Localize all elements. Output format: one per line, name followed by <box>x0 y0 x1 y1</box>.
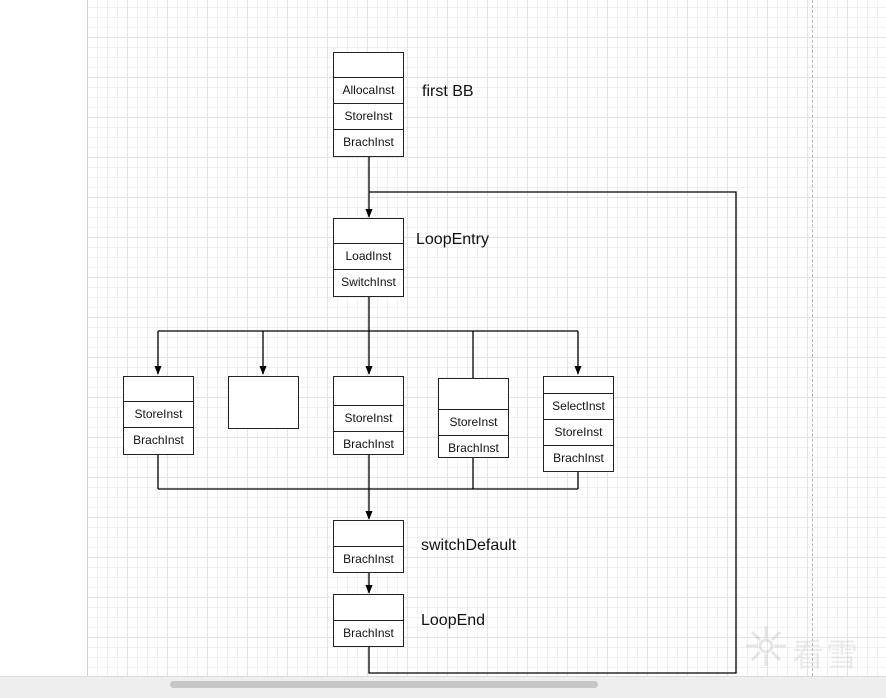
block-loop-entry[interactable]: LoadInst SwitchInst <box>333 218 404 297</box>
instruction: BrachInst <box>343 626 394 640</box>
block-header <box>334 377 403 406</box>
scrollbar-thumb[interactable] <box>170 681 598 688</box>
label-switch-default: switchDefault <box>421 537 517 554</box>
instruction: SwitchInst <box>341 275 396 289</box>
block-loop-end[interactable]: BrachInst <box>333 594 404 647</box>
block-case-2[interactable] <box>228 376 299 429</box>
instruction: StoreInst <box>334 406 403 432</box>
block-header <box>334 53 403 78</box>
block-switch-default[interactable]: BrachInst <box>333 520 404 573</box>
watermark-logo-icon <box>746 626 786 666</box>
watermark-text: 看雪 <box>792 636 861 674</box>
instruction: BrachInst <box>343 552 394 566</box>
connectors <box>154 157 737 674</box>
block-case-5[interactable]: SelectInst StoreInst BrachInst <box>543 376 614 472</box>
edge-loopend-backedge <box>368 191 737 674</box>
instruction: StoreInst <box>439 410 508 436</box>
diagram-canvas[interactable] <box>87 0 886 676</box>
instruction: StoreInst <box>124 402 193 428</box>
block-case-3[interactable]: StoreInst BrachInst <box>333 376 404 455</box>
instruction: AllocaInst <box>334 78 403 104</box>
block-header <box>334 521 403 547</box>
label-loop-end: LoopEnd <box>421 612 486 629</box>
instruction: BrachInst <box>448 441 499 455</box>
instruction: StoreInst <box>544 420 613 446</box>
block-first-bb[interactable]: AllocaInst StoreInst BrachInst <box>333 52 404 157</box>
instruction: BrachInst <box>553 451 604 465</box>
instruction: LoadInst <box>334 244 403 270</box>
block-case-4[interactable]: StoreInst BrachInst <box>438 378 509 458</box>
label-loop-entry: LoopEntry <box>416 231 489 248</box>
watermark: 看雪 <box>742 622 877 674</box>
instruction: SelectInst <box>544 394 613 420</box>
block-header <box>124 377 193 402</box>
block-header <box>334 595 403 621</box>
label-first-bb: first BB <box>422 83 474 100</box>
block-header <box>439 379 508 410</box>
instruction: BrachInst <box>133 433 184 447</box>
horizontal-scrollbar[interactable] <box>0 676 886 698</box>
block-case-1[interactable]: StoreInst BrachInst <box>123 376 194 455</box>
page-break-line <box>812 0 813 676</box>
instruction: BrachInst <box>343 437 394 451</box>
left-gutter <box>0 0 87 676</box>
instruction: StoreInst <box>334 104 403 130</box>
block-header <box>544 377 613 394</box>
instruction: BrachInst <box>343 135 394 149</box>
block-header <box>334 219 403 244</box>
